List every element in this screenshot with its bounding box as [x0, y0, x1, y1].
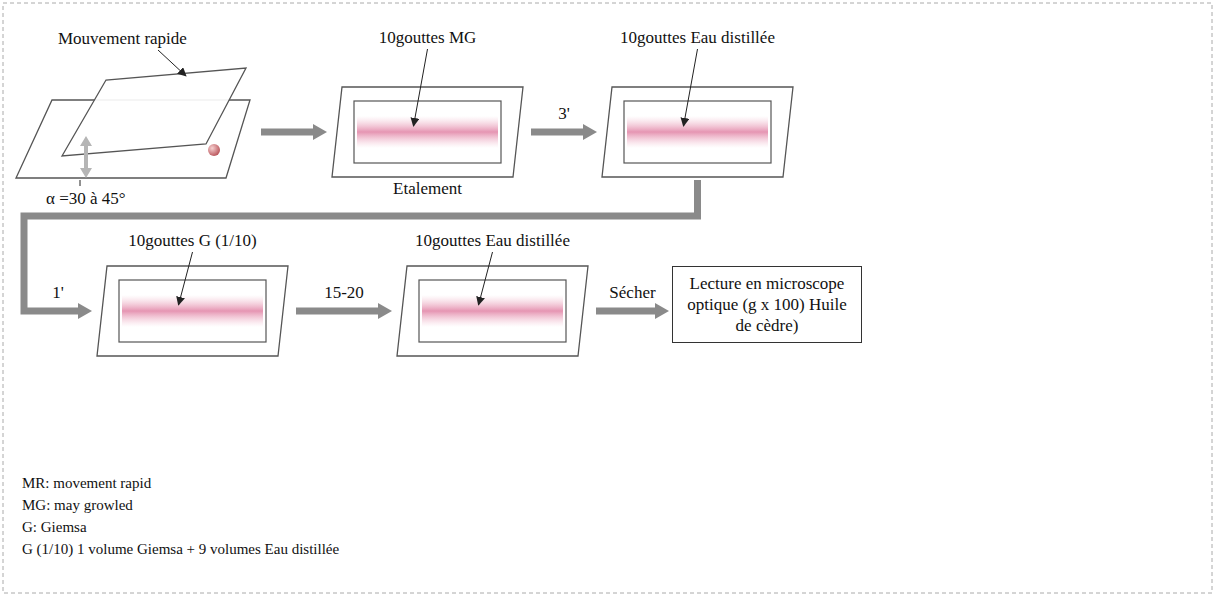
slide-outline — [602, 87, 793, 177]
leader-line — [479, 252, 493, 305]
dashed-frame — [3, 3, 1212, 593]
step-label: 10gouttes Eau distillée — [600, 27, 795, 48]
box-text: Lecture en microscope optique (g x 100) … — [681, 273, 853, 336]
edge-label: 1' — [49, 283, 67, 303]
abbreviation-note: G (1/10) 1 volume Giemsa + 9 volumes Eau… — [22, 540, 339, 559]
glass-slide — [395, 251, 590, 357]
slide-outline — [332, 87, 523, 177]
abbreviation-note: MG: may growled — [22, 496, 133, 515]
step-label: 10gouttes G (1/10) — [95, 230, 290, 251]
glass-slide — [600, 48, 795, 178]
abbreviation-note: MR: movement rapid — [22, 474, 151, 493]
smear-band — [627, 116, 768, 148]
process-box: Lecture en microscope optique (g x 100) … — [672, 266, 862, 343]
leader-line — [80, 180, 81, 186]
smear-band — [422, 295, 563, 327]
flow-arrow — [261, 129, 317, 136]
illustration-label: α =30 à 45° — [46, 188, 126, 209]
slide: 10gouttes MG Etalement — [330, 27, 525, 199]
slide: 10gouttes G (1/10) — [95, 230, 290, 357]
flow-arrow — [296, 308, 382, 315]
coverslip — [624, 101, 771, 163]
slide: 10gouttes Eau distillée — [600, 27, 795, 178]
leader-line — [414, 49, 428, 126]
flow-arrow — [531, 129, 587, 136]
step-label: 10gouttes Eau distillée — [395, 230, 590, 251]
smear-band — [122, 295, 263, 327]
angle-arrow — [84, 144, 88, 170]
illustration-label: Mouvement rapide — [58, 28, 187, 49]
slide-outline — [97, 266, 288, 356]
coverslip — [419, 280, 566, 342]
smear-band — [357, 116, 498, 148]
coverslip — [119, 280, 266, 342]
leader-line — [684, 49, 698, 126]
glass-slide — [330, 48, 525, 178]
glass-slide — [95, 251, 290, 357]
smear-illustration: Mouvement rapide α =30 à 45° — [10, 28, 255, 218]
abbreviation-note: G: Giemsa — [22, 518, 87, 537]
edge-label: 15-20 — [321, 283, 367, 303]
edge-label: 3' — [555, 104, 573, 124]
leader-line — [158, 50, 186, 76]
flow-arrow — [596, 308, 659, 315]
coverslip — [354, 101, 501, 163]
angle-arrow-heads — [80, 136, 92, 178]
step-caption: Etalement — [330, 178, 525, 199]
edge-label: Sécher — [606, 283, 658, 303]
slide: 10gouttes Eau distillée — [395, 230, 590, 357]
blood-drop — [208, 144, 220, 156]
step-label: 10gouttes MG — [330, 27, 525, 48]
leader-line — [179, 252, 193, 305]
slide-outline — [397, 266, 588, 356]
